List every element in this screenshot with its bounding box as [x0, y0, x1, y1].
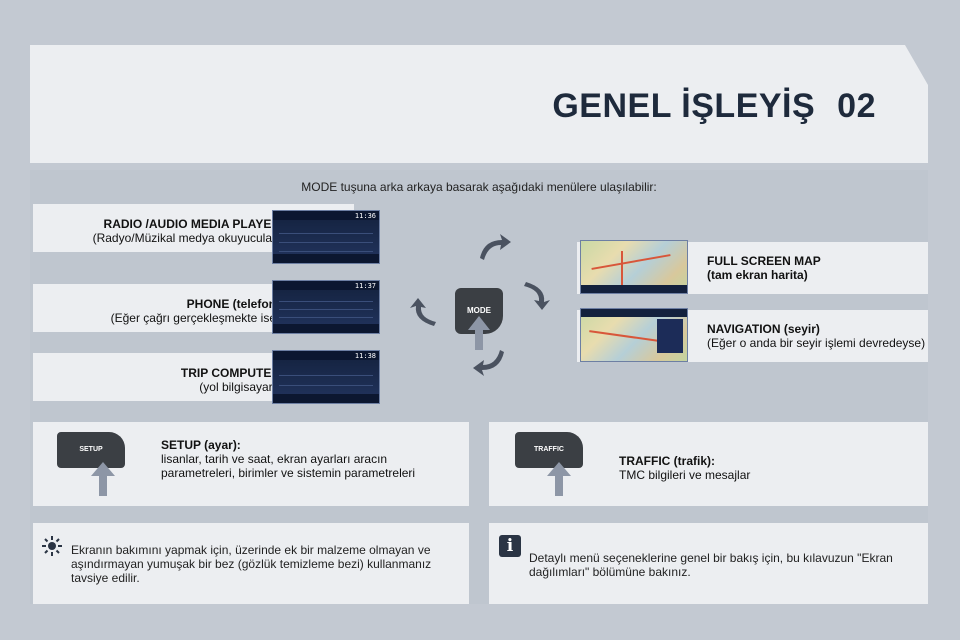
menu-trip-subtitle: (yol bilgisayarı) [199, 380, 280, 394]
traffic-description: TMC bilgileri ve mesajlar [619, 468, 751, 482]
arrow-left-icon [410, 298, 436, 326]
light-icon [41, 535, 63, 557]
radio-screen-thumbnail: 11:36 [272, 210, 380, 264]
maintenance-note-text: Ekranın bakımını yapmak için, üzerinde e… [71, 543, 432, 585]
traffic-button[interactable]: TRAFFIC [515, 432, 583, 468]
menu-radio-title: RADIO /AUDIO MEDIA PLAYER [103, 217, 280, 231]
phone-screen-thumbnail: 11:37 [272, 280, 380, 334]
arrow-bottom-icon [473, 350, 504, 376]
menu-navigation-subtitle: (Eğer o anda bir seyir işlemi devredeyse… [707, 336, 926, 350]
arrow-right-icon [524, 282, 550, 310]
menu-radio-subtitle: (Radyo/Müzikal medya okuyucular) [92, 231, 280, 245]
menu-trip-title: TRIP COMPUTER [180, 366, 280, 380]
menu-radio-label: RADIO /AUDIO MEDIA PLAYER (Radyo/Müzikal… [93, 217, 280, 245]
phone-screen-clock: 11:37 [354, 282, 376, 290]
setup-section: SETUP SETUP (ayar): lisanlar, tarih ve s… [33, 422, 469, 506]
menu-map-subtitle: (tam ekran harita) [707, 268, 808, 282]
traffic-text: TRAFFIC (trafik): TMC bilgileri ve mesaj… [619, 454, 899, 482]
setup-title: SETUP (ayar): [161, 438, 241, 452]
menu-map-label: FULL SCREEN MAP (tam ekran harita) [707, 254, 821, 282]
info-icon: i [499, 535, 521, 557]
title-text: GENEL İŞLEYİŞ [552, 87, 816, 125]
navigation-screen-thumbnail [580, 308, 688, 362]
trip-screen-clock: 11:38 [354, 352, 376, 360]
page-title: GENEL İŞLEYİŞ 02 [552, 87, 876, 126]
setup-text: SETUP (ayar): lisanlar, tarih ve saat, e… [161, 438, 431, 480]
map-screen-thumbnail [580, 240, 688, 294]
menu-navigation-title: NAVIGATION (seyir) [707, 322, 820, 336]
maintenance-note: Ekranın bakımını yapmak için, üzerinde e… [33, 523, 469, 604]
menu-trip-label: TRIP COMPUTER (yol bilgisayarı) [181, 366, 280, 394]
trip-screen-thumbnail: 11:38 [272, 350, 380, 404]
arrow-top-icon [480, 234, 511, 260]
mode-cycle-diagram: MODE [400, 230, 560, 390]
menu-navigation-label: NAVIGATION (seyir) (Eğer o anda bir seyi… [707, 322, 925, 350]
setup-press-arrow-icon [91, 462, 115, 496]
intro-text: MODE tuşuna arka arkaya basarak aşağıdak… [301, 180, 657, 194]
menu-map-title: FULL SCREEN MAP [707, 254, 821, 268]
info-note: i Detaylı menü seçeneklerine genel bir b… [489, 523, 928, 604]
setup-description: lisanlar, tarih ve saat, ekran ayarları … [161, 452, 416, 480]
radio-screen-clock: 11:36 [354, 212, 376, 220]
chapter-number: 02 [837, 87, 876, 125]
press-arrow-icon [468, 316, 490, 350]
traffic-press-arrow-icon [547, 462, 571, 496]
traffic-title: TRAFFIC (trafik): [619, 454, 715, 468]
menu-phone-subtitle: (Eğer çağrı gerçekleşmekte ise) [110, 311, 280, 325]
menu-phone-title: PHONE (telefon) [186, 297, 280, 311]
setup-button[interactable]: SETUP [57, 432, 125, 468]
content-panel: MODE tuşuna arka arkaya basarak aşağıdak… [30, 170, 928, 604]
header-banner: GENEL İŞLEYİŞ 02 [30, 45, 928, 163]
traffic-section: TRAFFIC TRAFFIC (trafik): TMC bilgileri … [489, 422, 928, 506]
info-note-text: Detaylı menü seçeneklerine genel bir bak… [529, 551, 893, 579]
menu-phone-label: PHONE (telefon) (Eğer çağrı gerçekleşmek… [111, 297, 280, 325]
